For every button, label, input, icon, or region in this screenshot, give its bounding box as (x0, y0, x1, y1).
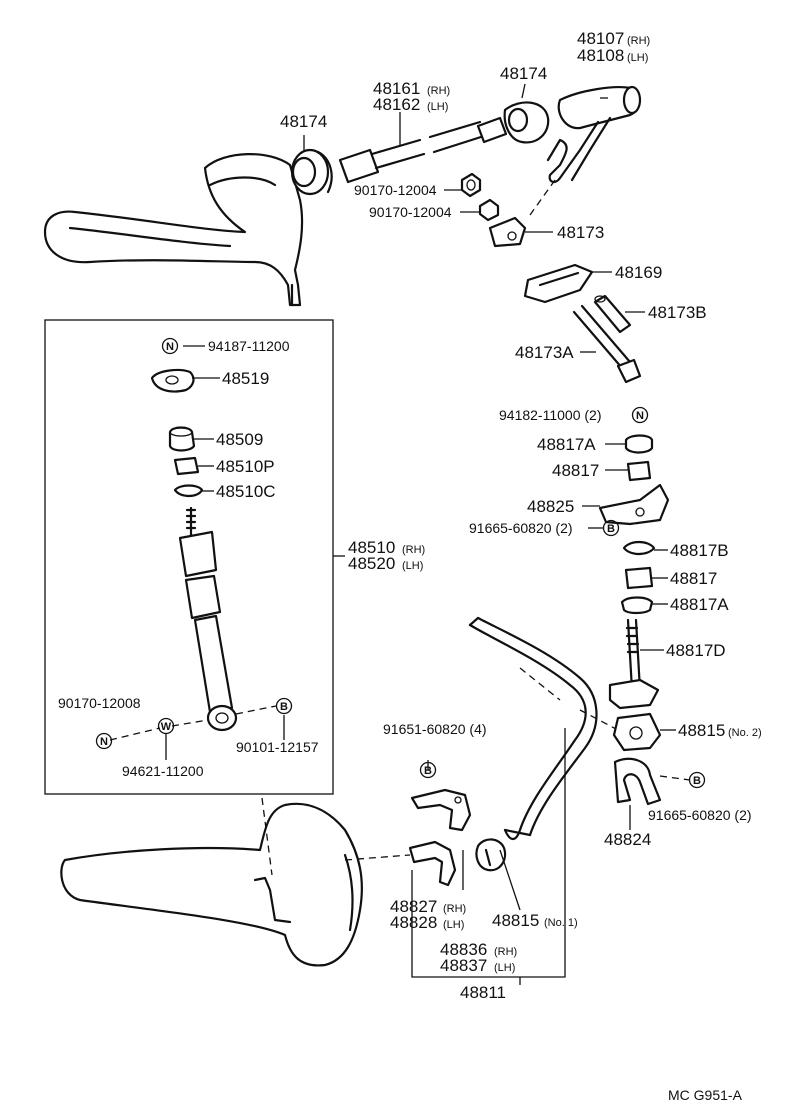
label-48509: 48509 (216, 430, 263, 449)
part-labels: 48107 (RH) 48108 (LH) 48174 48174 48161 … (58, 29, 762, 1103)
label-48173: 48173 (557, 223, 604, 242)
b-symbol-91665a: B (602, 519, 620, 537)
label-48817d: 48817D (666, 641, 726, 660)
svg-text:B: B (280, 701, 288, 713)
b-symbol-91665b: B (688, 771, 706, 789)
label-48827-rh: (RH) (443, 903, 466, 915)
label-48107: 48107 (577, 29, 624, 48)
label-48161-rh: (RH) (427, 85, 450, 97)
label-48173a: 48173A (515, 343, 574, 362)
b-symbol-91651: B (419, 761, 437, 779)
lower-control-arm (60, 802, 411, 967)
label-91665-60820-a: 91665-60820 (2) (469, 520, 573, 536)
label-48161: 48161 (373, 79, 420, 98)
label-94187-11200: 94187-11200 (208, 338, 290, 354)
stabilizer-bar (468, 616, 619, 841)
nut-90170-12004-a (460, 172, 482, 198)
label-48817b: 48817B (670, 541, 729, 560)
label-90170-12004-b: 90170-12004 (369, 204, 452, 220)
label-48817-upper: 48817 (552, 461, 599, 480)
svg-text:B: B (693, 775, 701, 787)
label-48162-lh: (LH) (427, 101, 448, 113)
shock-absorber-parts (150, 368, 238, 732)
label-48174-left: 48174 (280, 112, 327, 131)
link-parts-48817 (598, 434, 670, 806)
label-48815-no1-suffix: (No. 1) (544, 917, 578, 929)
label-48815-no2: 48815 (678, 721, 725, 740)
shock-absorber-group-box (44, 319, 334, 795)
part-48173a (572, 304, 642, 384)
label-94621-11200: 94621-11200 (122, 763, 204, 779)
label-48510p: 48510P (216, 457, 275, 476)
label-90170-12008: 90170-12008 (58, 695, 141, 711)
label-48173b: 48173B (648, 303, 707, 322)
label-48824: 48824 (604, 830, 651, 849)
svg-text:N: N (100, 736, 108, 748)
svg-text:N: N (636, 410, 644, 422)
label-90170-12004-a: 90170-12004 (354, 182, 437, 198)
part-48169 (523, 263, 594, 304)
label-48817a-upper: 48817A (537, 435, 596, 454)
label-48836: 48836 (440, 940, 487, 959)
n-symbol-94187: N (161, 337, 179, 355)
svg-text:B: B (607, 523, 615, 535)
svg-text:W: W (161, 721, 172, 733)
label-48510-rh: (RH) (402, 544, 425, 556)
label-48828-lh: (LH) (443, 919, 464, 931)
label-48827: 48827 (390, 897, 437, 916)
label-48520: 48520 (348, 554, 395, 573)
label-48107-rh: (RH) (627, 35, 650, 47)
label-48837: 48837 (440, 956, 487, 975)
label-48817a-lower: 48817A (670, 595, 729, 614)
label-48108-lh: (LH) (627, 52, 648, 64)
bracket-48827 (408, 840, 457, 887)
diagram-reference-code: MC G951-A (668, 1087, 743, 1103)
b-symbol-90101: B (275, 697, 293, 715)
label-48519: 48519 (222, 369, 269, 388)
leader-lines (165, 83, 676, 985)
bracket-48836 (410, 788, 472, 832)
label-48837-lh: (LH) (494, 962, 515, 974)
label-48815-no1: 48815 (492, 911, 539, 930)
part-48173b (593, 294, 632, 334)
label-48162: 48162 (373, 95, 420, 114)
label-48828: 48828 (390, 913, 437, 932)
label-91651-60820: 91651-60820 (4) (383, 721, 487, 737)
label-48836-rh: (RH) (494, 946, 517, 958)
bushing-48815-no1 (475, 838, 507, 872)
nut-90170-12004-b (478, 198, 500, 222)
label-48811: 48811 (460, 983, 506, 1002)
n-symbol-90170: N (95, 732, 113, 750)
part-48173 (488, 216, 527, 248)
label-94182-11000: 94182-11000 (2) (499, 407, 601, 423)
label-48825: 48825 (527, 497, 574, 516)
label-48174-right: 48174 (500, 64, 547, 83)
label-48817-lower: 48817 (670, 569, 717, 588)
label-48815-no2-suffix: (No. 2) (728, 727, 762, 739)
label-90101-12157: 90101-12157 (236, 739, 319, 755)
label-91665-60820-b: 91665-60820 (2) (648, 807, 752, 823)
n-symbol-94182: N (631, 406, 649, 424)
label-48108: 48108 (577, 46, 624, 65)
svg-text:B: B (424, 765, 432, 777)
torsion-shaft-assembly (290, 85, 642, 196)
w-symbol-94621: W (157, 717, 175, 735)
upper-control-arm (43, 153, 304, 307)
label-48169: 48169 (615, 263, 662, 282)
svg-text:N: N (166, 341, 174, 353)
label-48520-lh: (LH) (402, 560, 423, 572)
label-48510: 48510 (348, 538, 395, 557)
label-48510c: 48510C (216, 482, 276, 501)
